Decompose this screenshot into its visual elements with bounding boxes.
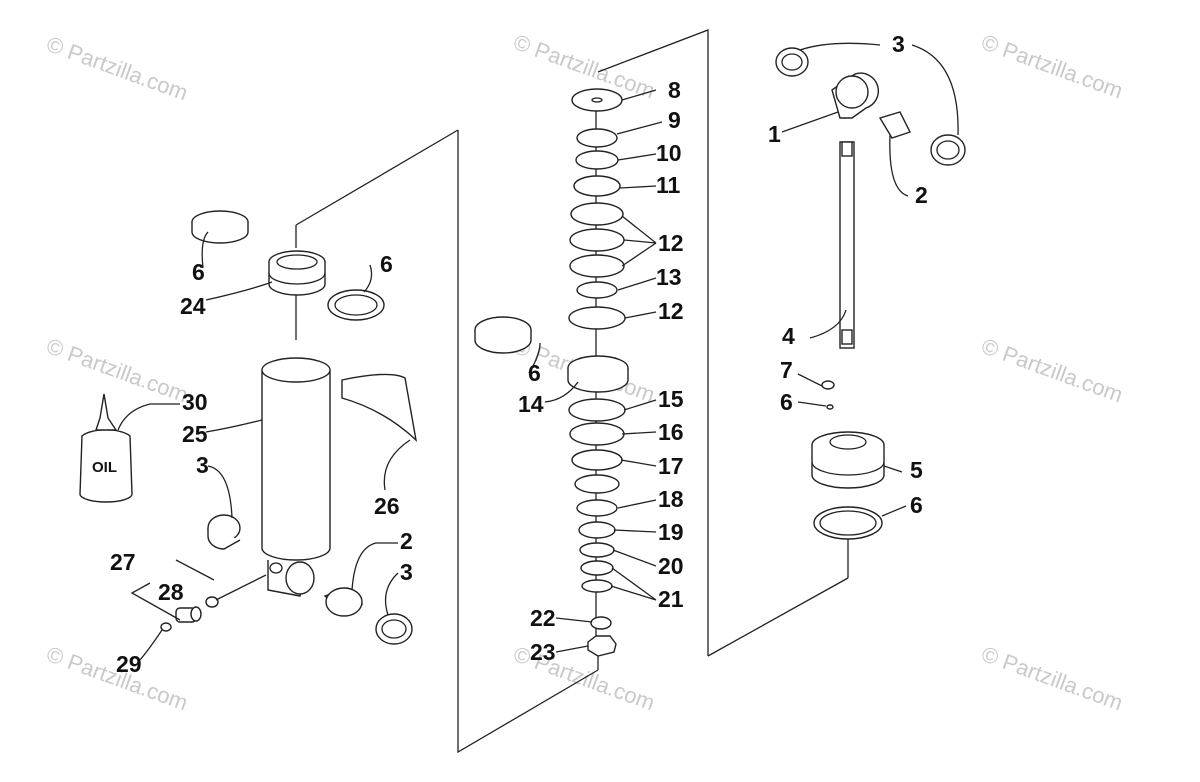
nut xyxy=(587,635,617,657)
label-16: 16 xyxy=(658,419,684,445)
label-7: 7 xyxy=(780,357,793,383)
part-labels: 1 2 2 3 3 3 4 5 6 6 6 6 6 7 8 9 10 11 12… xyxy=(110,31,928,677)
label-29: 29 xyxy=(116,651,142,677)
label-28: 28 xyxy=(158,579,184,605)
label-20: 20 xyxy=(658,553,684,579)
label-10: 10 xyxy=(656,140,682,166)
label-25: 25 xyxy=(182,421,208,447)
washer xyxy=(590,616,612,630)
label-27: 27 xyxy=(110,549,136,575)
label-3: 3 xyxy=(196,452,209,478)
watermark: © Partzilla.com xyxy=(978,333,1126,407)
label-12: 12 xyxy=(658,298,684,324)
label-6: 6 xyxy=(380,251,393,277)
label-30: 30 xyxy=(182,389,208,415)
label-18: 18 xyxy=(658,486,684,512)
label-3: 3 xyxy=(892,31,905,57)
label-15: 15 xyxy=(658,386,684,412)
watermark: © Partzilla.com xyxy=(43,333,191,407)
label-23: 23 xyxy=(530,639,556,665)
label-4: 4 xyxy=(782,323,795,349)
label-26: 26 xyxy=(374,493,400,519)
label-8: 8 xyxy=(668,77,681,103)
label-21: 21 xyxy=(658,586,684,612)
label-19: 19 xyxy=(658,519,684,545)
watermark: © Partzilla.com xyxy=(43,31,191,105)
label-1: 1 xyxy=(768,121,781,147)
shock-body-assembly: OIL xyxy=(79,210,418,645)
label-13: 13 xyxy=(656,264,682,290)
label-6: 6 xyxy=(910,492,923,518)
label-14: 14 xyxy=(518,391,544,417)
watermark: © Partzilla.com xyxy=(978,641,1126,715)
label-6: 6 xyxy=(528,360,541,386)
valve-o-ring xyxy=(205,596,219,608)
heat-shield xyxy=(341,373,418,442)
label-3: 3 xyxy=(400,559,413,585)
watermark: © Partzilla.com xyxy=(978,29,1126,103)
label-2: 2 xyxy=(915,182,928,208)
leader-lines xyxy=(117,42,959,661)
label-6: 6 xyxy=(780,389,793,415)
oil-bottle: OIL xyxy=(79,393,133,503)
valve-stack xyxy=(474,88,629,657)
label-5: 5 xyxy=(910,457,923,483)
label-9: 9 xyxy=(668,107,681,133)
label-2: 2 xyxy=(400,528,413,554)
shaft-assembly xyxy=(775,47,966,540)
label-11: 11 xyxy=(656,172,681,198)
label-12: 12 xyxy=(658,230,684,256)
label-17: 17 xyxy=(658,453,684,479)
label-24: 24 xyxy=(180,293,206,319)
piston-rod xyxy=(839,141,855,349)
label-6: 6 xyxy=(192,259,205,285)
oil-label: OIL xyxy=(92,459,117,476)
shock-cylinder xyxy=(261,370,331,561)
label-22: 22 xyxy=(530,605,556,631)
valve-screw xyxy=(160,622,172,632)
